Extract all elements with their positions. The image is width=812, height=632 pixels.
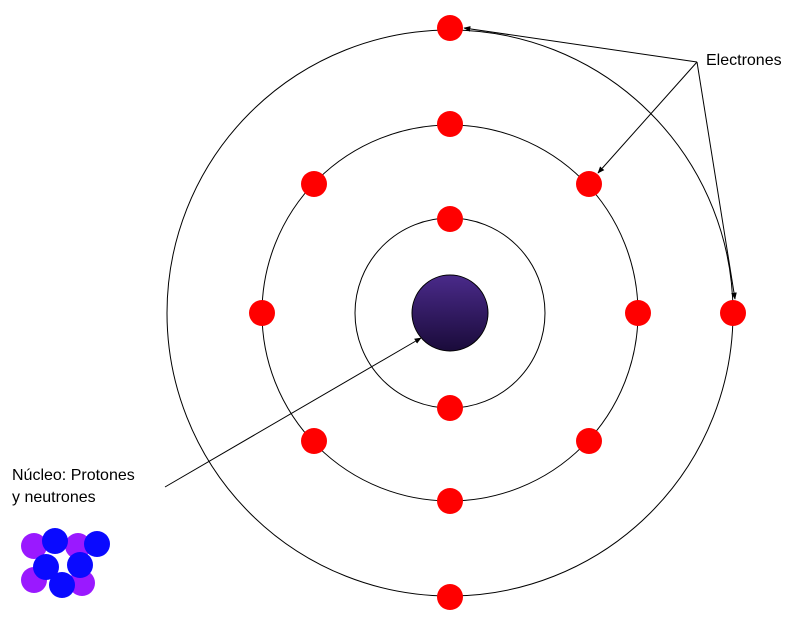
electron <box>437 15 463 41</box>
electron <box>625 300 651 326</box>
electron <box>720 300 746 326</box>
nucleus <box>411 274 489 352</box>
nucleus-label: Núcleo: Protones y neutrones <box>12 465 135 509</box>
electron <box>576 171 602 197</box>
nucleus-label-line2: y neutrones <box>12 489 96 506</box>
neutron <box>49 572 75 598</box>
electron <box>437 395 463 421</box>
nucleus-particle-cluster <box>21 528 110 598</box>
electron <box>249 300 275 326</box>
electron <box>301 428 327 454</box>
proton <box>65 533 91 559</box>
proton <box>21 533 47 559</box>
neutron <box>33 554 59 580</box>
arrow-to-outer-top-electron <box>463 26 698 63</box>
arrow-to-outer-right-electron <box>696 61 737 300</box>
electron <box>437 206 463 232</box>
electron <box>576 428 602 454</box>
electron <box>437 111 463 137</box>
electron <box>301 171 327 197</box>
electron <box>437 488 463 514</box>
neutron <box>67 552 93 578</box>
neutron <box>42 528 68 554</box>
arrow-to-middle-electron <box>597 61 698 174</box>
electron <box>437 584 463 610</box>
neutron <box>84 531 110 557</box>
electrons-label: Electrones <box>706 52 782 69</box>
arrow-to-nucleus <box>164 337 422 488</box>
nucleus-label-line1: Núcleo: Protones <box>12 467 135 484</box>
